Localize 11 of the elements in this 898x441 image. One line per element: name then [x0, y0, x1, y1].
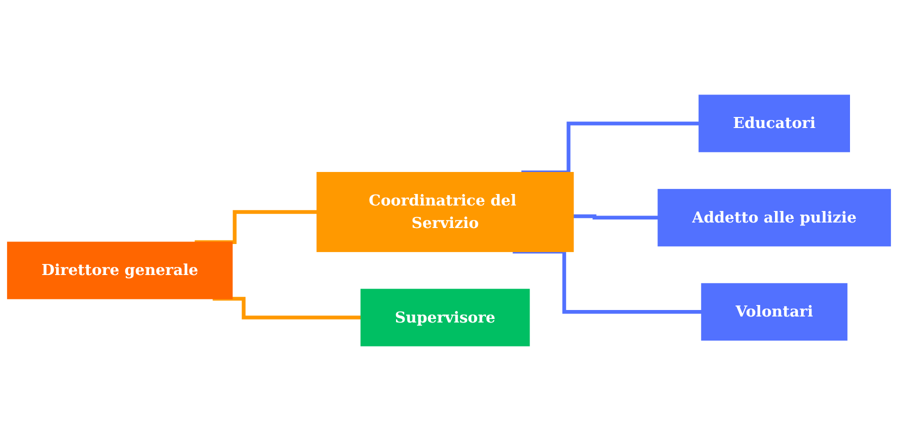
connector — [521, 122, 700, 174]
connector — [194, 210, 317, 244]
node-box — [360, 288, 530, 346]
node-box — [658, 188, 891, 246]
connector — [512, 250, 702, 314]
node-box — [316, 172, 574, 252]
node-box — [701, 283, 848, 341]
connector — [573, 214, 658, 220]
connector — [212, 296, 361, 320]
node-box — [7, 242, 233, 300]
node-box — [698, 94, 850, 152]
